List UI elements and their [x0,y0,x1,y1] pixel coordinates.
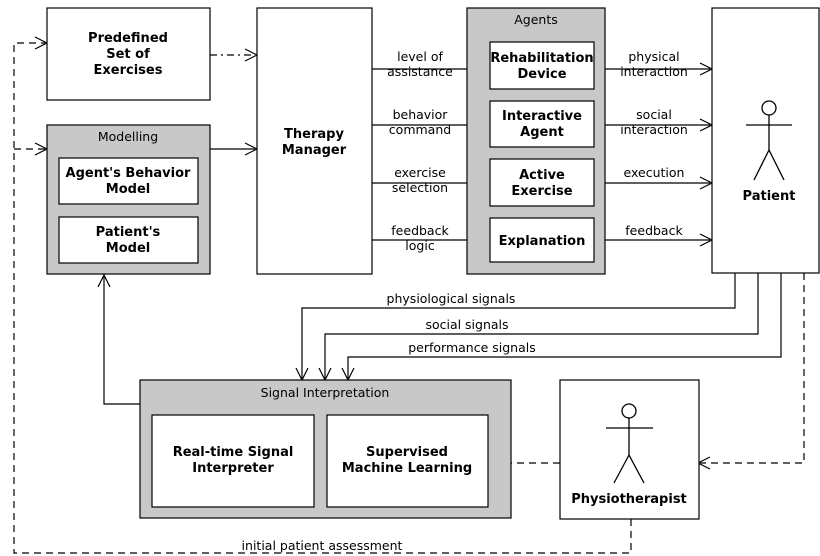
label-logic: logic [405,238,435,253]
label-interaction-2: interaction [620,122,688,137]
patient-model-box [58,216,199,264]
explanation-label: Explanation [499,234,586,249]
active-label-2: Exercise [511,184,572,199]
active-exercise-box [489,158,595,207]
predefined-exercises-box [46,7,211,101]
agent-behavior-model-box [58,157,199,205]
label-behavior: behavior [393,107,449,122]
label-feedback-2: feedback [625,223,683,238]
rehab-label-2: Device [517,67,566,82]
interactive-label-2: Agent [520,125,564,140]
therapy-manager-label-2: Manager [282,143,347,158]
label-social: social [636,107,672,122]
interactive-label-1: Interactive [502,109,582,124]
signal-interpretation-title: Signal Interpretation [261,385,390,400]
modelling-title: Modelling [98,129,158,144]
realtime-label-1: Real-time Signal [173,445,294,460]
therapy-manager-box [256,7,373,275]
patient-label: Patient [743,189,796,204]
patient-model-label-1: Patient's [96,225,161,240]
explanation-box [489,217,595,263]
label-interaction-1: interaction [620,64,688,79]
edge-performance-signals [341,273,782,382]
physiotherapist-label: Physiotherapist [571,492,687,507]
label-level-of: level of [397,49,443,64]
label-execution: execution [624,165,685,180]
label-performance-signals: performance signals [408,340,536,355]
label-exercise: exercise [394,165,446,180]
supervised-label-2: Machine Learning [342,461,472,476]
patient-actor-icon [746,100,792,181]
agent-behavior-label-1: Agent's Behavior [66,166,192,181]
edge-signal-to-modelling [97,273,140,405]
edge-modelling-to-therapy [210,142,259,156]
label-assistance: assistance [387,64,453,79]
predefined-label-1: Predefined [88,31,168,46]
realtime-interpreter-box [151,414,315,508]
rehabilitation-device-box [489,41,595,90]
rehab-label-1: Rehabilitation [490,51,593,66]
edge-patient-to-physio [696,273,805,470]
supervised-label-1: Supervised [366,445,448,460]
agent-behavior-label-2: Model [106,182,150,197]
interactive-agent-box [489,100,595,148]
patient-box [711,7,820,274]
label-physical: physical [628,49,679,64]
physiotherapist-actor-icon [606,403,653,484]
label-feedback-1: feedback [391,223,449,238]
agents-title: Agents [514,12,558,27]
label-initial-assessment: initial patient assessment [242,538,403,553]
patient-model-label-2: Model [106,241,150,256]
predefined-label-2: Set of [106,47,150,62]
active-label-1: Active [519,168,565,183]
label-physiological-signals: physiological signals [387,291,516,306]
label-selection: selection [392,180,448,195]
edge-social-signals [318,273,759,382]
predefined-label-3: Exercises [94,63,163,78]
label-command: command [389,122,451,137]
therapy-manager-label-1: Therapy [284,127,344,142]
supervised-ml-box [326,414,489,508]
edge-physiological-signals [295,273,736,382]
label-social-signals: social signals [425,317,508,332]
edge-predefined-to-therapy [210,48,259,62]
realtime-label-2: Interpreter [192,461,274,476]
